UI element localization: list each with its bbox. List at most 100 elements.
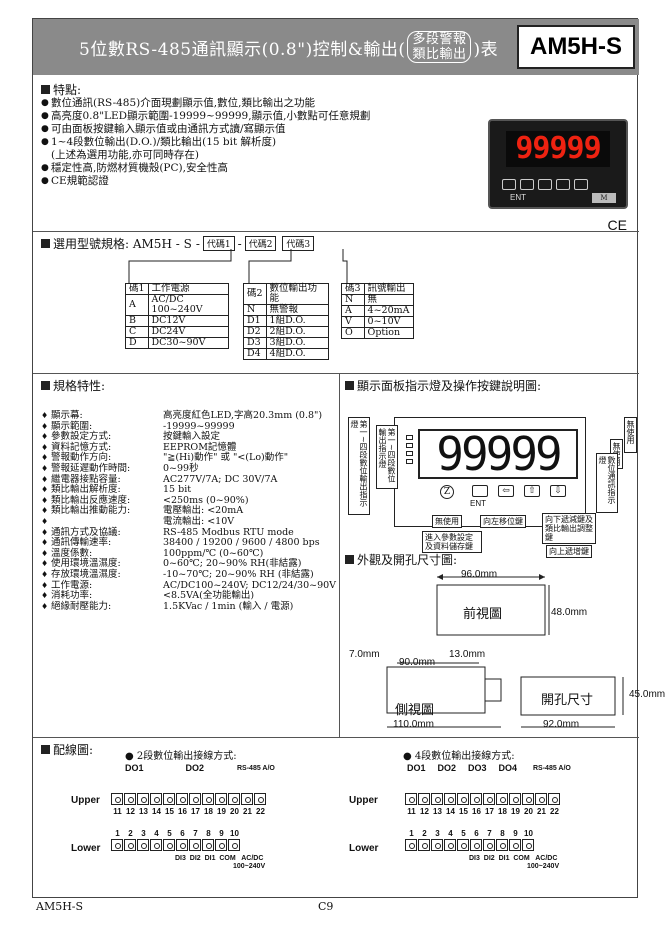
terminal-screw-icon [189, 793, 201, 805]
terminal-screw-icon [254, 793, 266, 805]
device-button [502, 179, 516, 190]
left-arrow-icon: ⇦ [498, 485, 514, 497]
spec-value: RS-485 Modbus RTU mode [163, 526, 294, 538]
led-icon [406, 435, 413, 440]
terminal-screw-icon [124, 793, 136, 805]
dimension-drawings [386, 574, 624, 728]
spec-row: 類比輸出解析度:15 bit [41, 485, 363, 496]
spec-key: 消耗功率: [41, 590, 163, 602]
terminal-number: 7 [487, 829, 492, 838]
feature-item: 高亮度0.8"LED顯示範圍-19999~99999,顯示值,小數點可任意規劃 [41, 110, 481, 123]
features-heading-text: 特點: [53, 83, 82, 97]
terminal-number: 18 [204, 807, 213, 816]
terminal-screw-icon [202, 839, 214, 851]
spec-value: <250ms (0~90%) [163, 494, 249, 506]
dim-92: 92.0mm [543, 719, 580, 730]
spec-key: 警報延遲動作時間: [41, 463, 163, 475]
bullet-square-icon [41, 745, 50, 754]
spec-key: 警報動作方向: [41, 453, 163, 464]
terminal-number: 10 [524, 829, 533, 838]
terminal-number: 5 [461, 829, 466, 838]
ce-mark: CE [607, 217, 627, 233]
code-connectors [128, 249, 348, 283]
left-upper-label: Upper [71, 795, 100, 806]
up-key-label: 向上遞增鍵 [546, 545, 592, 558]
spec-row: 參數設定方式:按鍵輸入設定 [41, 432, 363, 443]
specs-heading: 規格特性: [41, 377, 105, 394]
spec-value: EEPROM記憶體 [163, 441, 237, 453]
terminal-screw-icon [163, 793, 175, 805]
dim-96: 96.0mm [461, 569, 498, 580]
spec-key: 工作電源: [41, 580, 163, 592]
terminal-number: 8 [500, 829, 505, 838]
spec-value: 電流輸出: <10V [163, 515, 235, 527]
terminal-number: 4 [448, 829, 453, 838]
terminal-number: 2 [128, 829, 133, 838]
device-buttons [502, 179, 588, 190]
terminal-screw-icon [150, 839, 162, 851]
device-display: 99999 [506, 131, 610, 167]
terminal-number: 17 [191, 807, 200, 816]
features-heading: 特點: [41, 81, 81, 98]
device-button [556, 179, 570, 190]
feature-item: 可由面板按鍵輸入顯示值或由通訊方式讀/寫顯示值 [41, 123, 481, 136]
divider-vertical [339, 373, 340, 737]
terminal-screw-icon [405, 839, 417, 851]
spec-key: 通訊傳輸速率: [41, 538, 163, 549]
side-view-label: 側視圖 [395, 703, 435, 718]
spec-key: 溫度係數: [41, 548, 163, 560]
spec-row: 電流輸出: <10V [41, 515, 363, 528]
terminal-number: 22 [256, 807, 265, 816]
spec-row: 工作電源:AC/DC100~240V; DC12/24/30~90V [41, 579, 363, 592]
spec-row: 繼電器接點容量:AC277V/7A; DC 30V/7A [41, 473, 363, 486]
terminal-screw-icon [137, 793, 149, 805]
spec-row: 警報動作方向:"≧(Hi)動作" 或 "<(Lo)動作" [41, 453, 363, 464]
wiring-heading-text: 配線圖: [53, 743, 94, 757]
spec-key: 類比輸出解析度: [41, 485, 163, 496]
right-lower-terminals [405, 839, 535, 851]
title-boxed: 多段警報 類比輸出 [407, 31, 472, 63]
terminal-number: 18 [498, 807, 507, 816]
spec-row: 絕緣耐壓能力:1.5KVac / 1min (輸入 / 電源) [41, 601, 363, 613]
dim-45: 45.0mm [629, 689, 665, 700]
spec-value: 電壓輸出: <20mA [163, 505, 244, 517]
device-ent-label: ENT [510, 193, 526, 202]
spec-value: -10~70℃; 20~90% RH (非結露) [163, 568, 314, 580]
header-bar: 5位數RS-485通訊顯示(0.8")控制&輸出( 多段警報 類比輸出 )表 A… [33, 19, 639, 75]
left-lower-label: Lower [71, 843, 101, 854]
spec-value: AC/DC100~240V; DC12/24/30~90V [163, 579, 337, 591]
model-selection-text: 選用型號規格: AM5H - S [53, 237, 192, 251]
dim-7: 7.0mm [349, 649, 380, 660]
terminal-number: 11 [407, 807, 416, 816]
terminal-number: 11 [113, 807, 122, 816]
spec-value: AC277V/7A; DC 30V/7A [163, 473, 278, 485]
specs-list: 顯示幕:高亮度紅色LED,字高20.3mm (0.8")顯示範圍:-19999~… [41, 410, 363, 613]
code2-box: 代碼2 [244, 236, 277, 251]
wiring-left-title: ● 2段數位輸出接線方式: [125, 751, 237, 762]
spec-row: 顯示幕:高亮度紅色LED,字高20.3mm (0.8") [41, 410, 363, 422]
bullet-square-icon [41, 85, 50, 94]
comm-indicator-label: 數位通訊指示燈 [596, 453, 618, 513]
spec-key: 參數設定方式: [41, 432, 163, 443]
spec-key: 使用環境溫濕度: [41, 559, 163, 570]
terminal-number: 8 [206, 829, 211, 838]
wiring-right-title: ● 4段數位輸出接線方式: [403, 751, 515, 762]
terminal-screw-icon [418, 839, 430, 851]
code1-box: 代碼1 [202, 236, 235, 251]
do-indicator-label: 第一~四段數位輸出指示燈 [376, 425, 398, 489]
feature-item: 數位通訊(RS-485)介面現劃顯示值,數位,類比輸出之功能 [41, 97, 481, 110]
terminal-screw-icon [522, 839, 534, 851]
spec-value: 0~99秒 [163, 462, 199, 474]
terminal-screw-icon [483, 793, 495, 805]
spec-key: 顯示範圍: [41, 421, 163, 433]
terminal-screw-icon [405, 793, 417, 805]
model-selection-heading: 選用型號規格: AM5H - S - 代碼1 - 代碼2 代碼3 [41, 235, 317, 252]
terminal-number: 21 [537, 807, 546, 816]
right-upper-terminals [405, 793, 561, 805]
terminal-number: 1 [409, 829, 414, 838]
